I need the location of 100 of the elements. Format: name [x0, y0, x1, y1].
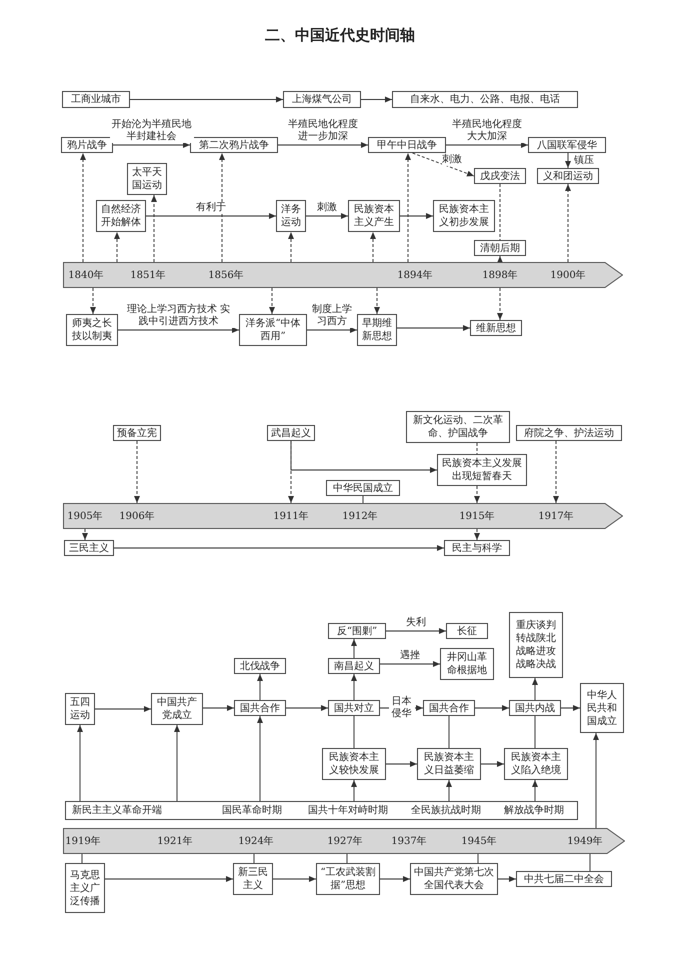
- event-box: 民族资本主义陷入绝境: [504, 748, 568, 780]
- dashed-arrow: [497, 288, 503, 320]
- event-box: 洋务运动: [276, 200, 306, 232]
- dashed-arrow: [151, 194, 157, 262]
- edge-label: 刺激: [442, 154, 462, 166]
- edge-label: 遇挫: [400, 650, 420, 662]
- arrow: [77, 724, 83, 802]
- event-box: 八国联军侵华: [528, 137, 606, 153]
- event-box: 民族资本主义较快发展: [322, 748, 386, 780]
- dashed-line: [476, 442, 478, 454]
- arrow: [351, 638, 357, 658]
- event-box: 中华人民共和国成立: [580, 683, 624, 733]
- arrow: [257, 716, 263, 802]
- arrow: [446, 142, 528, 148]
- period-label: 新民主主义革命开端: [72, 804, 162, 817]
- event-box: 维新思想: [470, 320, 522, 336]
- line: [448, 716, 450, 748]
- line: [534, 716, 536, 748]
- event-box: 府院之争、护法运动: [516, 425, 622, 441]
- event-box: 国共对立: [328, 700, 380, 716]
- event-text: 战略进攻: [516, 645, 556, 658]
- event-box: 马克思主义广泛传播: [65, 863, 105, 913]
- event-box: 武昌起义: [267, 425, 315, 441]
- arrow: [104, 876, 234, 882]
- event-box: 工商业城市: [62, 91, 130, 108]
- event-box: 自来水、电力、公路、电报、电话: [392, 91, 578, 108]
- dashed-arrow: [553, 440, 559, 504]
- year-label: 1851年: [129, 262, 167, 288]
- event-box: 自然经济开始解体: [96, 200, 146, 232]
- period-label: 全民族抗战时期: [411, 804, 481, 817]
- event-box: 三民主义: [64, 540, 114, 556]
- event-box: 新三民主义: [233, 863, 273, 895]
- edge-label: 镇压: [574, 155, 594, 167]
- period-label: 国共十年对峙时期: [308, 804, 388, 817]
- event-box: 清朝后期: [474, 240, 526, 256]
- arrow: [130, 96, 284, 102]
- event-text: 转战陕北: [516, 632, 556, 645]
- dashed-arrow: [497, 256, 503, 263]
- dashed-arrow: [565, 184, 571, 262]
- dashed-arrow: [90, 288, 96, 314]
- year-label: 1924年: [237, 828, 275, 854]
- event-box: 鸦片战争: [61, 137, 113, 153]
- year-label: 1856年: [207, 262, 245, 288]
- arrow: [118, 327, 240, 333]
- year-label: 1912年: [341, 503, 379, 529]
- line: [346, 854, 348, 864]
- arrow: [306, 327, 358, 333]
- arrow: [380, 876, 410, 882]
- dashed-arrow: [219, 152, 225, 262]
- edge-label: 有利于: [196, 202, 226, 214]
- event-box: 民族资本主义产生: [348, 200, 400, 232]
- year-label: 1917年: [537, 503, 575, 529]
- event-box: 国共合作: [234, 700, 286, 716]
- event-box: 中共七届二中全会: [516, 871, 612, 887]
- arrow: [532, 780, 538, 802]
- year-label: 1911年: [272, 503, 310, 529]
- arrow: [94, 706, 152, 712]
- event-box: 国共内战: [509, 700, 561, 716]
- dashed-arrow: [80, 152, 86, 262]
- year-label: 1840年: [67, 262, 105, 288]
- dashed-arrow: [405, 152, 411, 262]
- line: [362, 496, 364, 504]
- event-box: 太平天国运动: [127, 163, 167, 195]
- year-label: 1921年: [156, 828, 194, 854]
- arrow: [278, 142, 368, 148]
- arrow: [380, 661, 440, 667]
- event-text: 战略决战: [516, 658, 556, 671]
- year-label: 1894年: [396, 262, 434, 288]
- year-label: 1900年: [549, 262, 587, 288]
- dashed-arrow: [474, 486, 480, 504]
- year-label: 1945年: [460, 828, 498, 854]
- arrow: [174, 724, 180, 802]
- event-box: 早期维新思想: [357, 314, 397, 346]
- arrow: [146, 213, 276, 219]
- edge-label: 刺激: [317, 202, 337, 214]
- arrow: [446, 780, 452, 802]
- event-box: 民主与科学: [444, 540, 510, 556]
- year-label: 1906年: [118, 503, 156, 529]
- event-box: 甲午中日战争: [368, 137, 446, 153]
- event-box: [509, 612, 563, 678]
- arrow: [272, 876, 316, 882]
- arrow: [360, 96, 392, 102]
- year-label: 1949年: [563, 828, 607, 854]
- period-band: [65, 801, 578, 820]
- arrow: [112, 142, 190, 148]
- year-label: 1898年: [481, 262, 519, 288]
- period-label: 国民革命时期: [222, 804, 282, 817]
- year-label: 1927年: [326, 828, 364, 854]
- arrow: [386, 761, 418, 767]
- arrow: [532, 678, 538, 700]
- event-box: 洋务派“中体西用”: [239, 314, 307, 346]
- event-box: 民族资本主义日益萎缩: [417, 748, 481, 780]
- arrow: [306, 213, 348, 219]
- arrow: [257, 674, 263, 700]
- year-label: 1915年: [458, 503, 496, 529]
- event-box: 井冈山革命根据地: [440, 648, 494, 680]
- arrow: [202, 705, 234, 711]
- arrow: [396, 325, 470, 331]
- event-box: 上海煤气公司: [283, 91, 361, 108]
- diagram-title: 二、中国近代史时间轴: [264, 26, 416, 45]
